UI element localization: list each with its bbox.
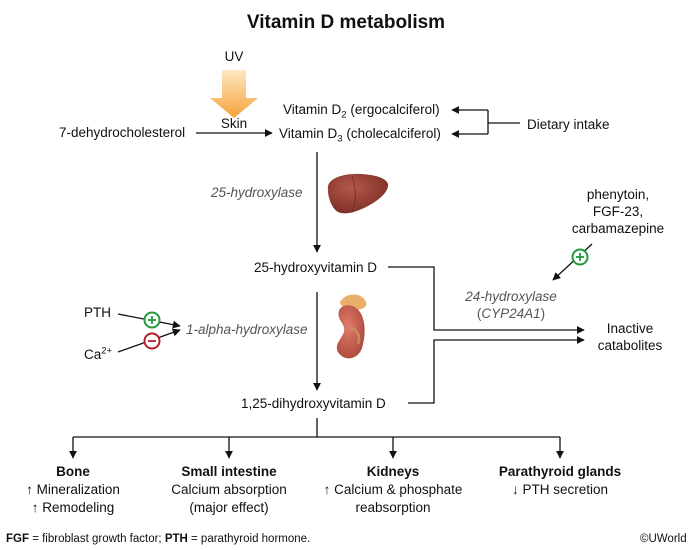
effect-heading: Kidneys <box>366 464 420 479</box>
effect-small-intestine: Small intestine Calcium absorption (majo… <box>171 463 287 517</box>
calcidiol-label: 25-hydroxyvitamin D <box>254 260 378 275</box>
effects-tree <box>69 418 564 459</box>
inducer-phenytoin: phenytoin, <box>586 187 650 202</box>
inactive-label-line1: Inactive <box>606 321 654 336</box>
effect-heading: Parathyroid glands <box>498 464 622 479</box>
inducer-carbamazepine: carbamazepine <box>571 221 665 236</box>
inactive-label-line2: catabolites <box>597 338 663 353</box>
skin-label: Skin <box>220 116 248 131</box>
effect-heading: Bone <box>56 464 90 479</box>
effect-bone: Bone ↑ Mineralization ↑ Remodeling <box>26 463 120 517</box>
enzyme-1-alpha-hydroxylase: 1-alpha-hydroxylase <box>186 322 308 337</box>
inducer-fgf23: FGF-23, <box>592 204 644 219</box>
effect-line: ↑ Mineralization <box>26 482 120 497</box>
minus-badge-icon <box>143 332 161 350</box>
vitamin-d2-label: Vitamin D2 (ergocalciferol) <box>283 102 440 121</box>
effect-line: Calcium absorption <box>171 482 287 497</box>
uv-label: UV <box>224 49 244 64</box>
calcitriol-to-inactive-arrow <box>408 336 585 404</box>
calcium-label: Ca2+ <box>84 345 113 362</box>
pth-label: PTH <box>84 305 111 320</box>
calcitriol-label: 1,25-dihydroxyvitamin D <box>241 396 386 411</box>
enzyme-24-gene: (CYP24A1) <box>476 306 546 321</box>
copyright: ©UWorld <box>640 533 687 545</box>
kidney-icon <box>336 294 367 359</box>
effect-kidneys: Kidneys ↑ Calcium & phosphate reabsorpti… <box>324 463 463 517</box>
effect-line: reabsorption <box>355 500 431 515</box>
calcidiol-to-inactive-arrow <box>388 266 585 334</box>
dietary-label: Dietary intake <box>527 117 610 132</box>
plus-badge-icon <box>143 311 161 329</box>
precursor-label: 7-dehydrocholesterol <box>59 125 186 140</box>
vitamin-d3-label: Vitamin D3 (cholecalciferol) <box>279 126 441 145</box>
effect-parathyroid: Parathyroid glands ↓ PTH secretion <box>499 463 621 499</box>
inducers-arrow <box>552 243 593 281</box>
enzyme-24-hydroxylase: 24-hydroxylase <box>465 289 557 304</box>
plus-badge-icon <box>571 248 589 266</box>
effect-line: ↑ Calcium & phosphate <box>323 482 463 497</box>
effect-line: ↓ PTH secretion <box>511 482 609 497</box>
dietary-bracket <box>451 106 520 138</box>
enzyme-25-hydroxylase: 25-hydroxylase <box>211 185 303 200</box>
liver-icon <box>327 173 389 214</box>
effect-line: (major effect) <box>189 500 269 515</box>
uv-arrow <box>210 70 258 118</box>
footnote: FGF = fibroblast growth factor; PTH = pa… <box>6 533 311 545</box>
page-title: Vitamin D metabolism <box>246 12 446 33</box>
effect-line: ↑ Remodeling <box>31 500 115 515</box>
effect-heading: Small intestine <box>181 464 277 479</box>
